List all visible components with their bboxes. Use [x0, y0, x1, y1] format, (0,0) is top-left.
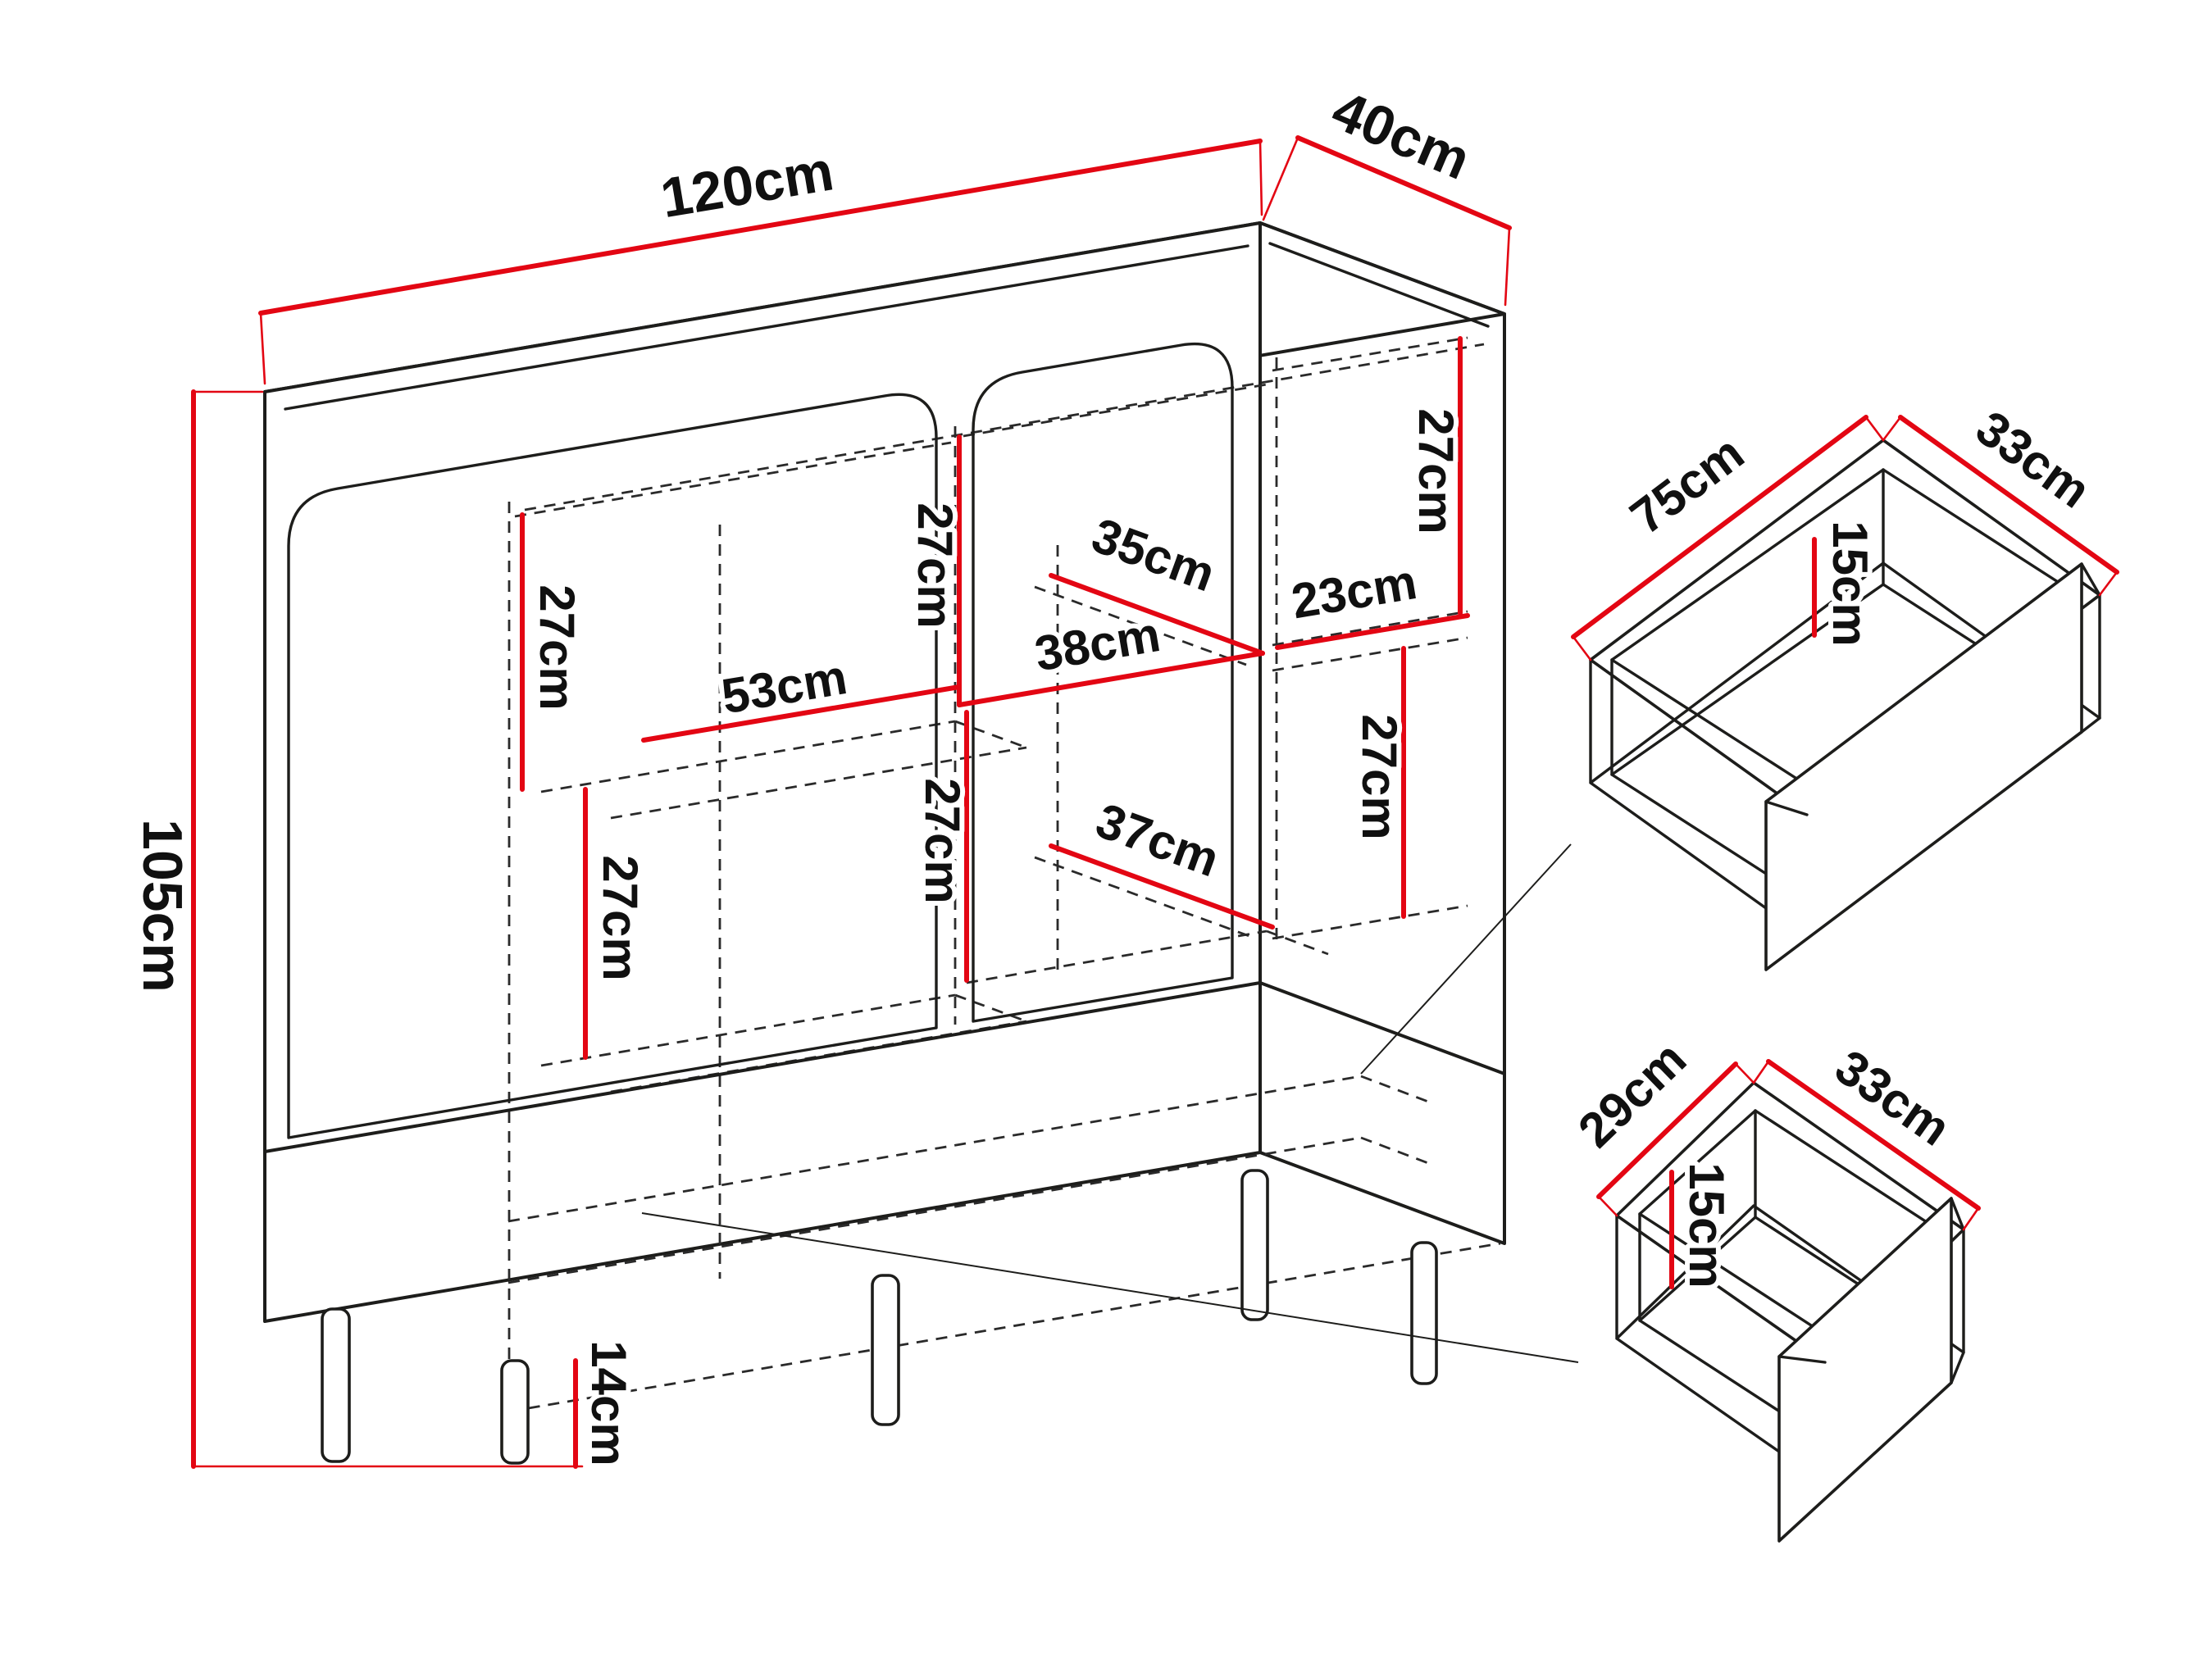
label-cabinet-depth: 40cm — [1323, 79, 1479, 192]
drawer-small-panel-connectors — [1777, 1197, 1965, 1384]
drawer-small-drawing — [1615, 1081, 1965, 1543]
leg-front-middle — [871, 1274, 900, 1426]
drawer-small-outer-walls — [1615, 1204, 1965, 1453]
leader-lines — [641, 843, 1579, 1363]
dimension-shelf-left-upper: 27cm — [520, 512, 589, 792]
drawer-small-inner-verticals — [1638, 1109, 1942, 1443]
label-shelf-middle-lower: 27cm — [915, 778, 970, 903]
leader-to-small-drawer — [641, 1212, 1579, 1363]
leader-to-large-drawer — [1360, 843, 1572, 1075]
label-shelf-middle-upper: 27cm — [908, 502, 963, 628]
label-drawer-large-depth: 33cm — [1966, 400, 2100, 518]
label-leg-height: 14cm — [581, 1340, 636, 1466]
cabinet-front-face — [263, 221, 1262, 1323]
cabinet-left-door — [287, 393, 938, 1139]
dimension-drawer-large-height: 15cm — [1812, 516, 1882, 652]
cabinet-right-door — [972, 343, 1234, 1023]
label-drawer-small-height: 15cm — [1679, 1162, 1734, 1288]
cabinet-division-line — [263, 981, 1506, 1153]
dimension-shelf-left-lower: 27cm — [583, 787, 653, 1060]
dimension-shelf-middle-upper: 27cm — [903, 434, 967, 707]
dimension-shelf-middle-lower: 27cm — [910, 710, 975, 983]
label-shelf-left-upper: 27cm — [530, 584, 585, 710]
cabinet-top-thickness-lines — [284, 242, 1490, 411]
cabinet-interior-dashed-lines — [507, 336, 1501, 1413]
label-shelf-right-lower: 27cm — [1352, 714, 1407, 839]
label-drawer-small-depth: 33cm — [1826, 1039, 1960, 1157]
dimension-shelf-right-upper: 27cm — [1404, 336, 1468, 616]
dimension-shelf-right-lower: 27cm — [1347, 646, 1412, 919]
leg-back-left — [500, 1359, 530, 1465]
leg-back-right — [1410, 1241, 1438, 1385]
dimension-drawer-small-height: 15cm — [1669, 1157, 1739, 1293]
label-shelf-right-upper: 27cm — [1409, 408, 1463, 534]
label-drawer-small-width: 29cm — [1568, 1031, 1696, 1158]
drawer-large-inner-verticals — [1610, 468, 2080, 902]
cabinet-legs — [321, 1169, 1438, 1465]
dimension-cabinet-height: 105cm — [126, 389, 584, 1469]
cabinet-drawing — [263, 221, 1506, 1465]
leg-front-left — [321, 1307, 351, 1463]
label-cabinet-height: 105cm — [131, 819, 193, 993]
label-drawer-large-width: 75cm — [1620, 425, 1754, 545]
drawer-large-panel-connectors — [1764, 562, 2101, 816]
leg-front-right — [1240, 1169, 1269, 1321]
label-drawer-large-height: 15cm — [1823, 520, 1877, 646]
label-shelf-left-lower: 27cm — [593, 855, 648, 980]
dimension-leg-height: 14cm — [573, 1335, 641, 1471]
